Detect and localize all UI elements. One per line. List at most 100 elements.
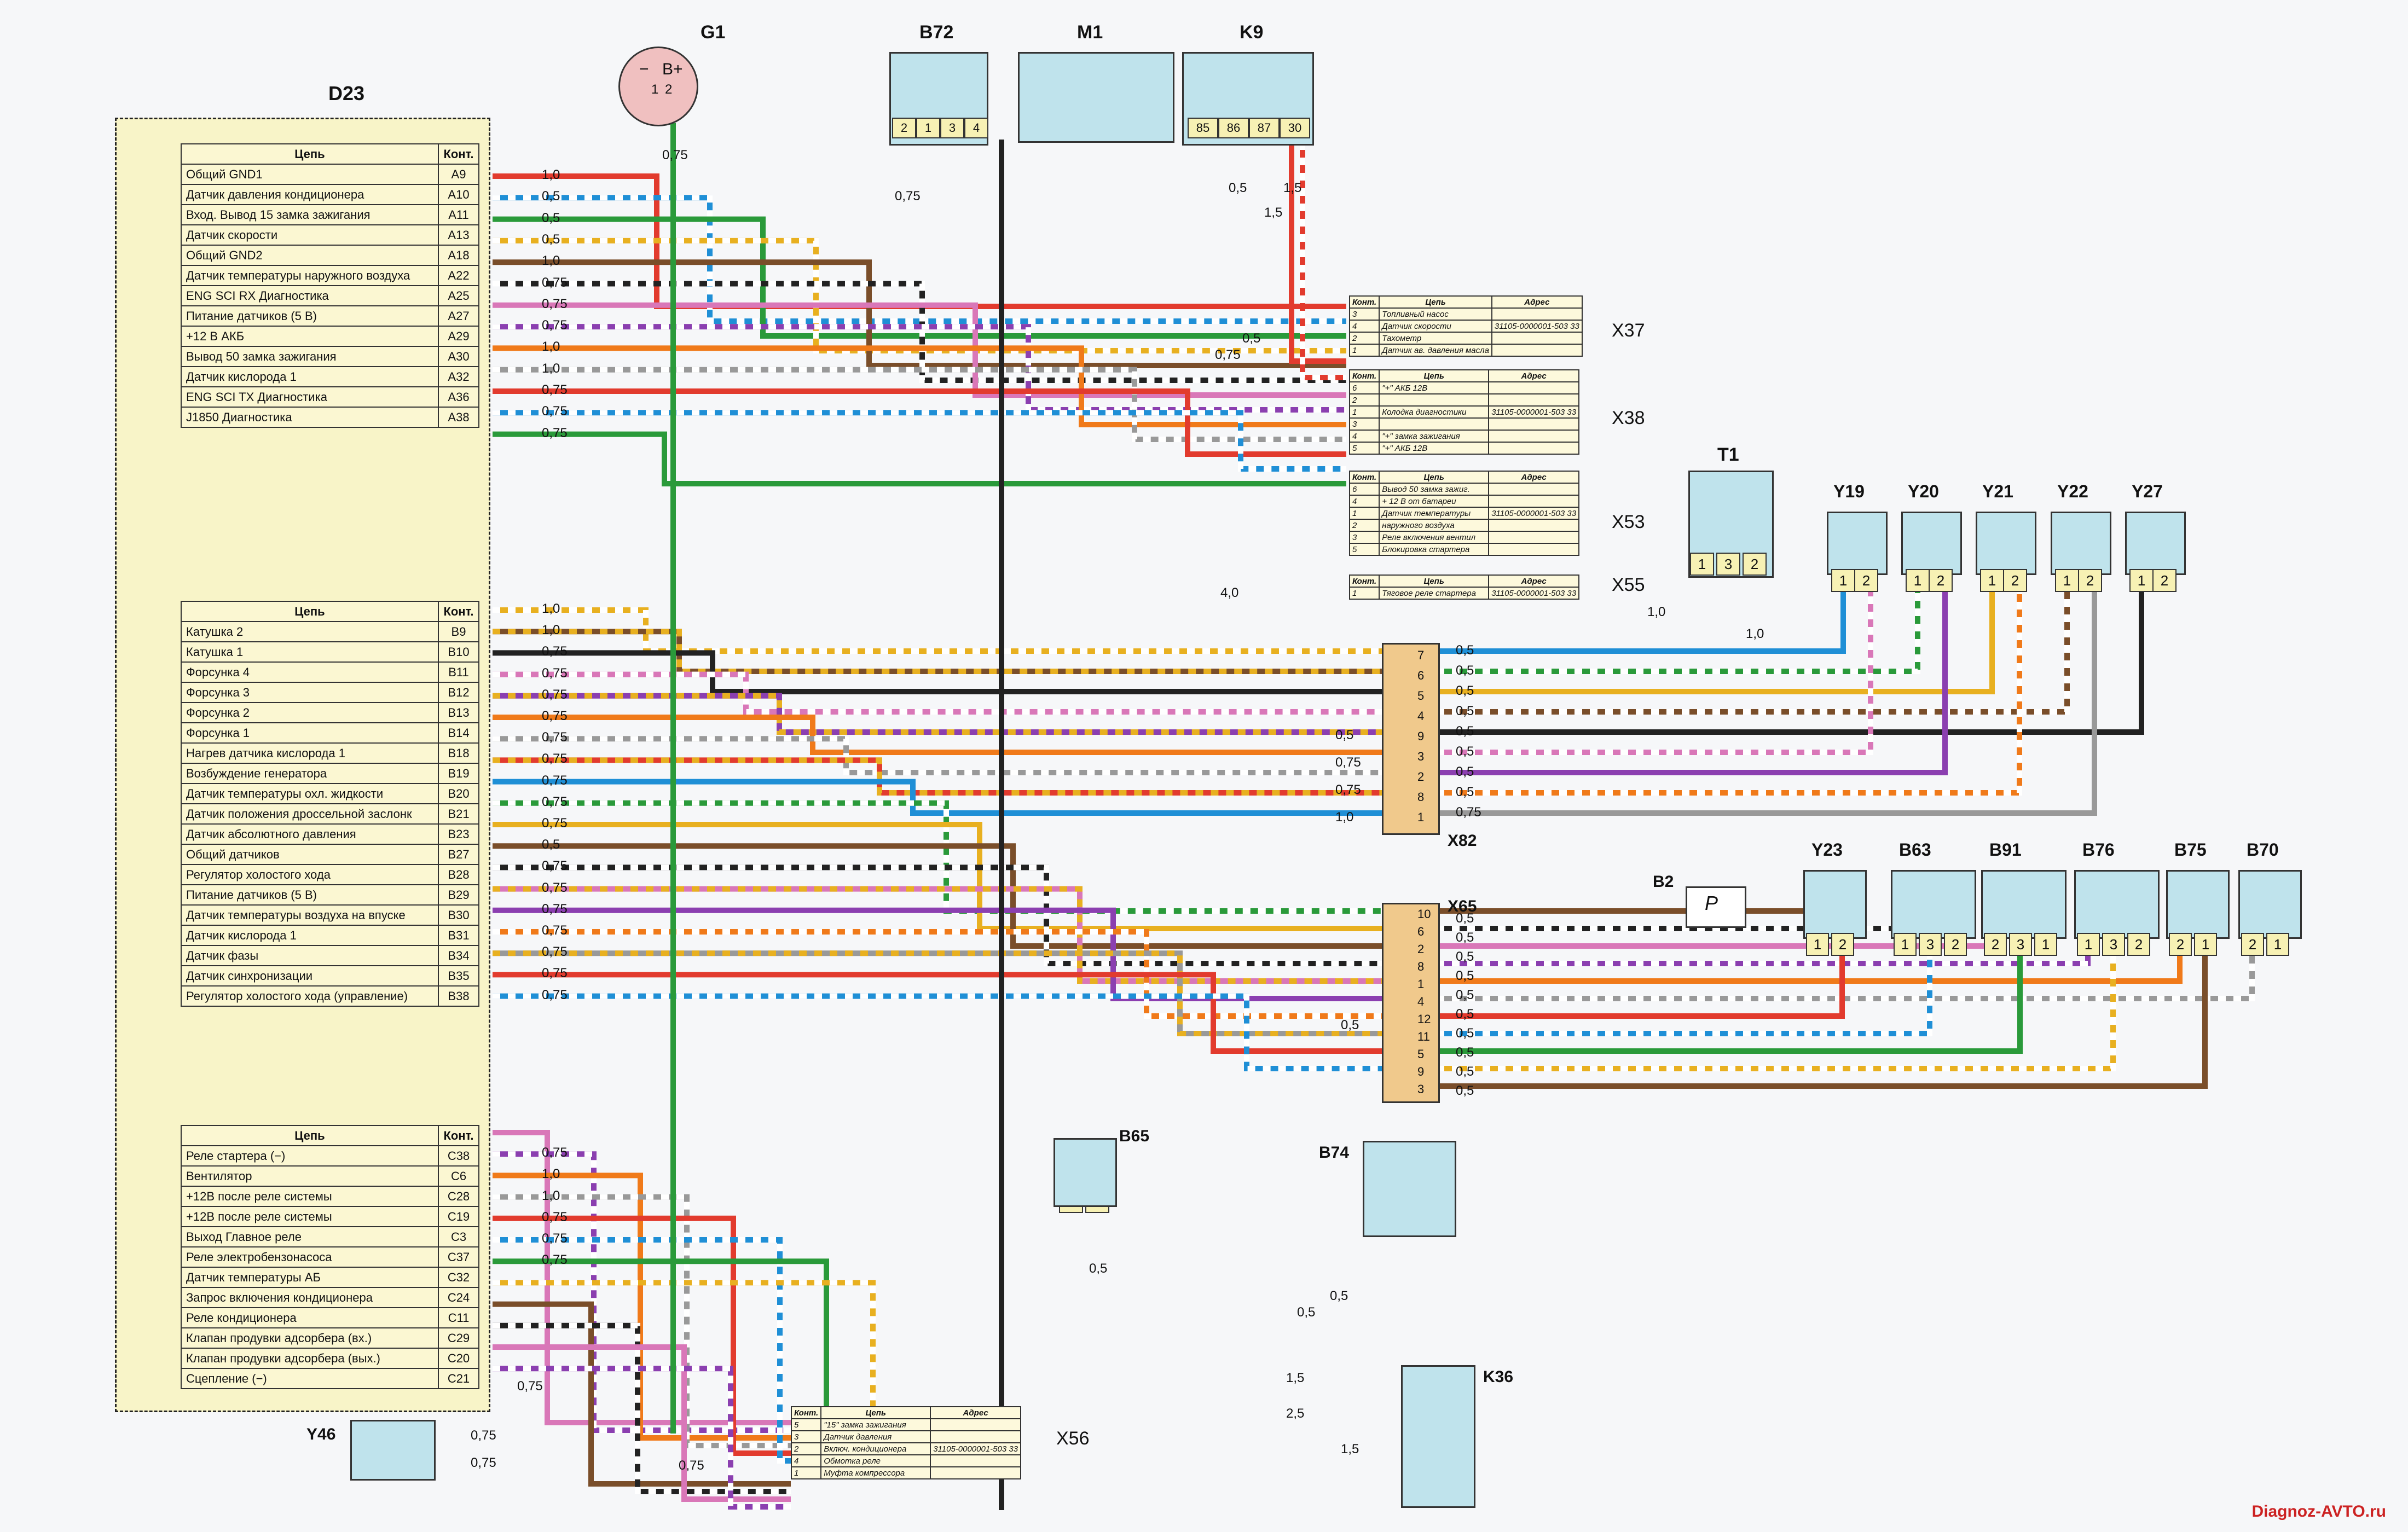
xtable-circuit: Колодка диагностики [1379,405,1490,419]
ecu-pin-id: B19 [438,763,479,784]
col-circuit: Цепь [1379,471,1490,484]
ecu-pin-id: B10 [438,641,479,663]
wire-gauge: 0,75 [471,1455,496,1470]
ecu-pin-row: Регулятор холостого хода (управление)B38 [181,985,479,1007]
pin-label: 1 [1806,933,1829,956]
ecu-circuit-name: Вывод 50 замка зажигания [181,346,439,367]
xtable-pin: 2 [1348,519,1380,532]
ecu-circuit-name: Датчик синхронизации [181,965,439,986]
wire [493,1366,791,1510]
xtable-address [930,1466,1022,1479]
wire-gauge: 0,5 [1456,930,1474,945]
sensor-b65 [1054,1138,1117,1207]
sensor-b76 [2074,870,2160,939]
ecu-circuit-name: Катушка 1 [181,641,439,663]
xtable-circuit: Датчик ав. давления масла [1379,344,1492,357]
xtable-row: 5"15" замка зажигания [790,1418,1022,1431]
pin-label: 3 [1919,933,1942,956]
site-watermark[interactable]: Diagnoz-AVTO.ru [2251,1502,2386,1521]
ecu-circuit-name: Клапан продувки адсорбера (вх.) [181,1327,439,1349]
m1-label: M1 [1077,22,1103,43]
xtable-pin: 4 [1348,430,1380,443]
pin-label: 1 [2266,933,2289,956]
ecu-pin-id: A27 [438,305,479,327]
col-address: Адрес [1491,295,1583,309]
col-circuit: Цепь [820,1406,931,1419]
xtable-circuit: Топливный насос [1379,307,1492,321]
x82-pin: 9 [1417,729,1425,743]
wire [493,886,1382,984]
wire [493,671,1382,715]
wire-gauge: 1,0 [1335,810,1354,825]
xtable-circuit: наружного воздуха [1379,519,1490,532]
ecu-circuit-name: Регулятор холостого хода (управление) [181,985,439,1007]
ecu-pin-id: A18 [438,245,479,266]
y22-label: Y22 [2057,481,2088,501]
wire [1437,955,1932,1036]
wire-gauge: 0,5 [542,837,560,852]
wire [1437,591,2070,715]
wire [1437,591,2097,816]
ecu-circuit-name: Вентилятор [181,1165,439,1187]
wire-gauge: 1,0 [542,339,560,355]
xtable-circuit: Датчик давления [820,1430,931,1443]
xtable-address: 31105-0000001-503 33 [930,1442,1022,1455]
wire-gauge: 0,75 [542,382,568,397]
y27-label: Y27 [2132,481,2163,501]
wire-gauge: 0,5 [1456,911,1474,926]
xtable-pin: 3 [790,1430,822,1443]
wire-gauge: 0,75 [1335,755,1361,770]
wire [493,259,1346,368]
wire-gauge: 1,0 [1746,626,1764,641]
ecu-circuit-name: Питание датчиков (5 В) [181,884,439,906]
xtable-address [930,1418,1022,1431]
col-address: Адрес [930,1406,1022,1419]
wire [1437,955,1845,1019]
ecu-pin-id: C11 [438,1307,479,1328]
wire-gauge: 1,0 [542,253,560,269]
wire [493,972,1382,1054]
pin-label: 1 [1980,569,2004,592]
x65-pin: 9 [1417,1065,1425,1078]
wire-gauge: 1,0 [542,361,560,376]
wire [493,345,1346,427]
g1-label: G1 [701,22,726,43]
pin-label: 1 [2077,933,2100,956]
x65-pin: 6 [1417,925,1425,938]
xtable-circuit: Вывод 50 замка зажиг. [1379,483,1490,496]
xtable-pin: 5 [790,1418,822,1431]
wire-gauge: 0,5 [542,210,560,225]
ecu-circuit-name: Нагрев датчика кислорода 1 [181,742,439,764]
sensor-b74 [1363,1141,1456,1237]
wire [493,886,1382,984]
wire-gauge: 0,75 [542,858,568,874]
wire-gauge: 0,5 [1456,1007,1474,1022]
g1-plus-terminal: B+ [662,60,683,78]
wire [493,864,1382,966]
x38-label: X38 [1612,408,1645,428]
col-circuit: Цепь [181,601,439,622]
xtable-row: 3 [1348,417,1580,431]
xtable-address [1488,430,1580,443]
col-circuit: Цепь [181,1125,439,1146]
ecu-pin-id: C37 [438,1246,479,1268]
xtable-circuit [1379,417,1490,431]
xtable-address: 31105-0000001-503 33 [1488,587,1580,600]
xtable-pin: 2 [1348,393,1380,407]
b74-label: B74 [1319,1144,1350,1162]
ecu-pin-row: Клапан продувки адсорбера (вх.)C29 [181,1327,479,1349]
wire [493,800,1382,914]
b63-label: B63 [1899,840,1931,860]
